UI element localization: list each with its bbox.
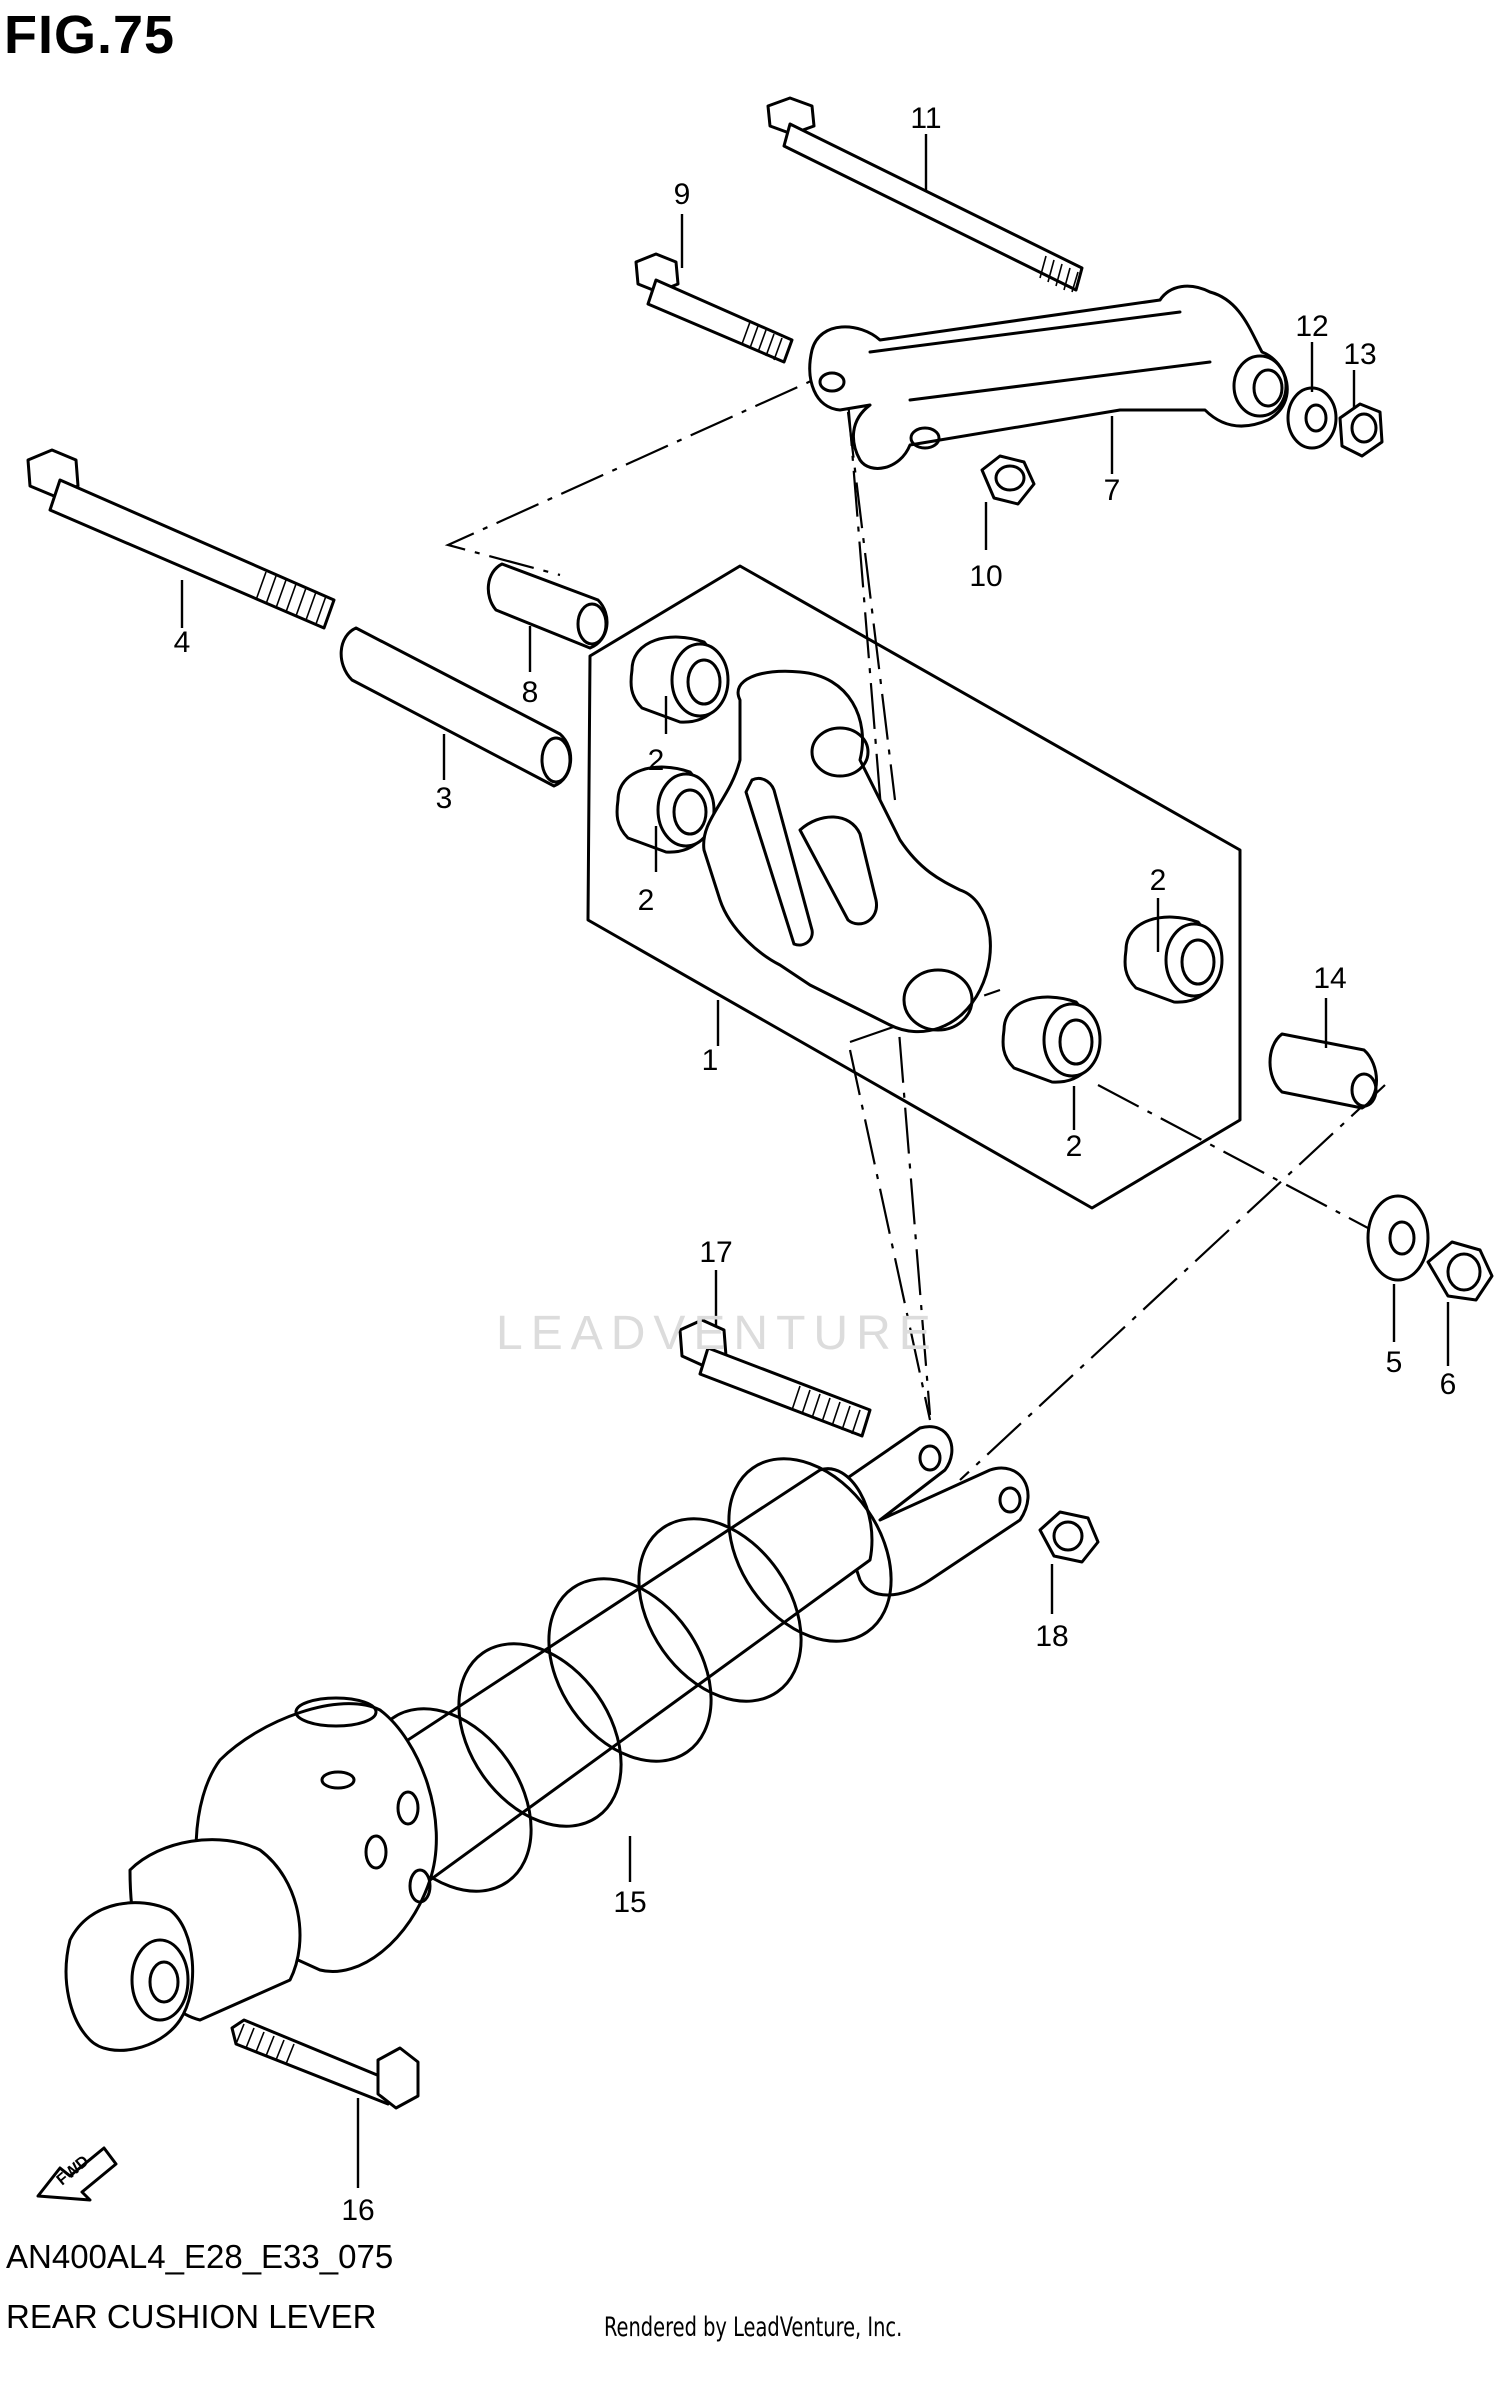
nut-13: [1338, 402, 1384, 458]
nut-6: [1426, 1240, 1494, 1302]
callout-16: 16: [341, 2194, 374, 2227]
callout-6: 6: [1440, 1368, 1457, 1401]
callout-15: 15: [613, 1886, 646, 1919]
bolt-16: [230, 2018, 420, 2110]
bolt-4: [26, 448, 336, 630]
callout-12: 12: [1295, 310, 1328, 343]
callout-18: 18: [1035, 1620, 1068, 1653]
collar-14: [1268, 1032, 1378, 1110]
callout-5: 5: [1386, 1346, 1403, 1379]
figure-title: FIG.75: [4, 5, 176, 65]
collar-3: [339, 626, 573, 788]
callout-9: 9: [674, 178, 691, 211]
diagram-caption: REAR CUSHION LEVER: [6, 2298, 377, 2335]
leader-lines: [180, 134, 1450, 2188]
bolt-9: [634, 252, 794, 364]
callout-17: 17: [699, 1236, 732, 1269]
callout-7: 7: [1104, 474, 1121, 507]
nut-18: [1038, 1510, 1100, 1564]
cushion-lever-1: [702, 669, 992, 1034]
callout-2c: 2: [1150, 864, 1167, 897]
washer-12: [1286, 386, 1338, 450]
watermark: LEADVENTURE: [496, 1307, 939, 1360]
bolt-11: [766, 96, 1084, 293]
lever-group-box: [586, 564, 1242, 1210]
spring-coils: [367, 1457, 893, 1893]
diagram-code: AN400AL4_E28_E33_075: [6, 2238, 394, 2275]
callout-14: 14: [1313, 962, 1346, 995]
bolt-17: [678, 1318, 872, 1438]
callout-1: 1: [702, 1044, 719, 1077]
callout-8: 8: [522, 676, 539, 709]
callout-11: 11: [910, 102, 941, 135]
callout-2d: 2: [1066, 1130, 1083, 1163]
bearing-2-right-lower: [1001, 995, 1102, 1084]
bearing-2-upper: [629, 635, 730, 724]
bearing-2-lower-left: [615, 765, 716, 854]
callout-4: 4: [174, 626, 191, 659]
washer-5: [1366, 1194, 1430, 1282]
render-credit: Rendered by LeadVenture, Inc.: [604, 2312, 903, 2343]
callout-3: 3: [436, 782, 453, 815]
callout-2b: 2: [638, 884, 655, 917]
collar-8: [486, 562, 609, 650]
callout-13: 13: [1343, 338, 1376, 371]
cushion-rod-7: [808, 284, 1289, 470]
callout-10: 10: [969, 560, 1002, 593]
nut-10: [980, 454, 1036, 506]
fwd-arrow-icon: FWD: [36, 2146, 118, 2202]
callout-2a: 2: [648, 744, 665, 777]
shock-absorber-15: [64, 1425, 1030, 2052]
bearing-2-right-upper: [1123, 915, 1224, 1004]
callout-numbers: 1 2 2 2 2 2 3 4 5 6 7 8 9 10 11 12 13 14…: [174, 102, 1457, 2227]
